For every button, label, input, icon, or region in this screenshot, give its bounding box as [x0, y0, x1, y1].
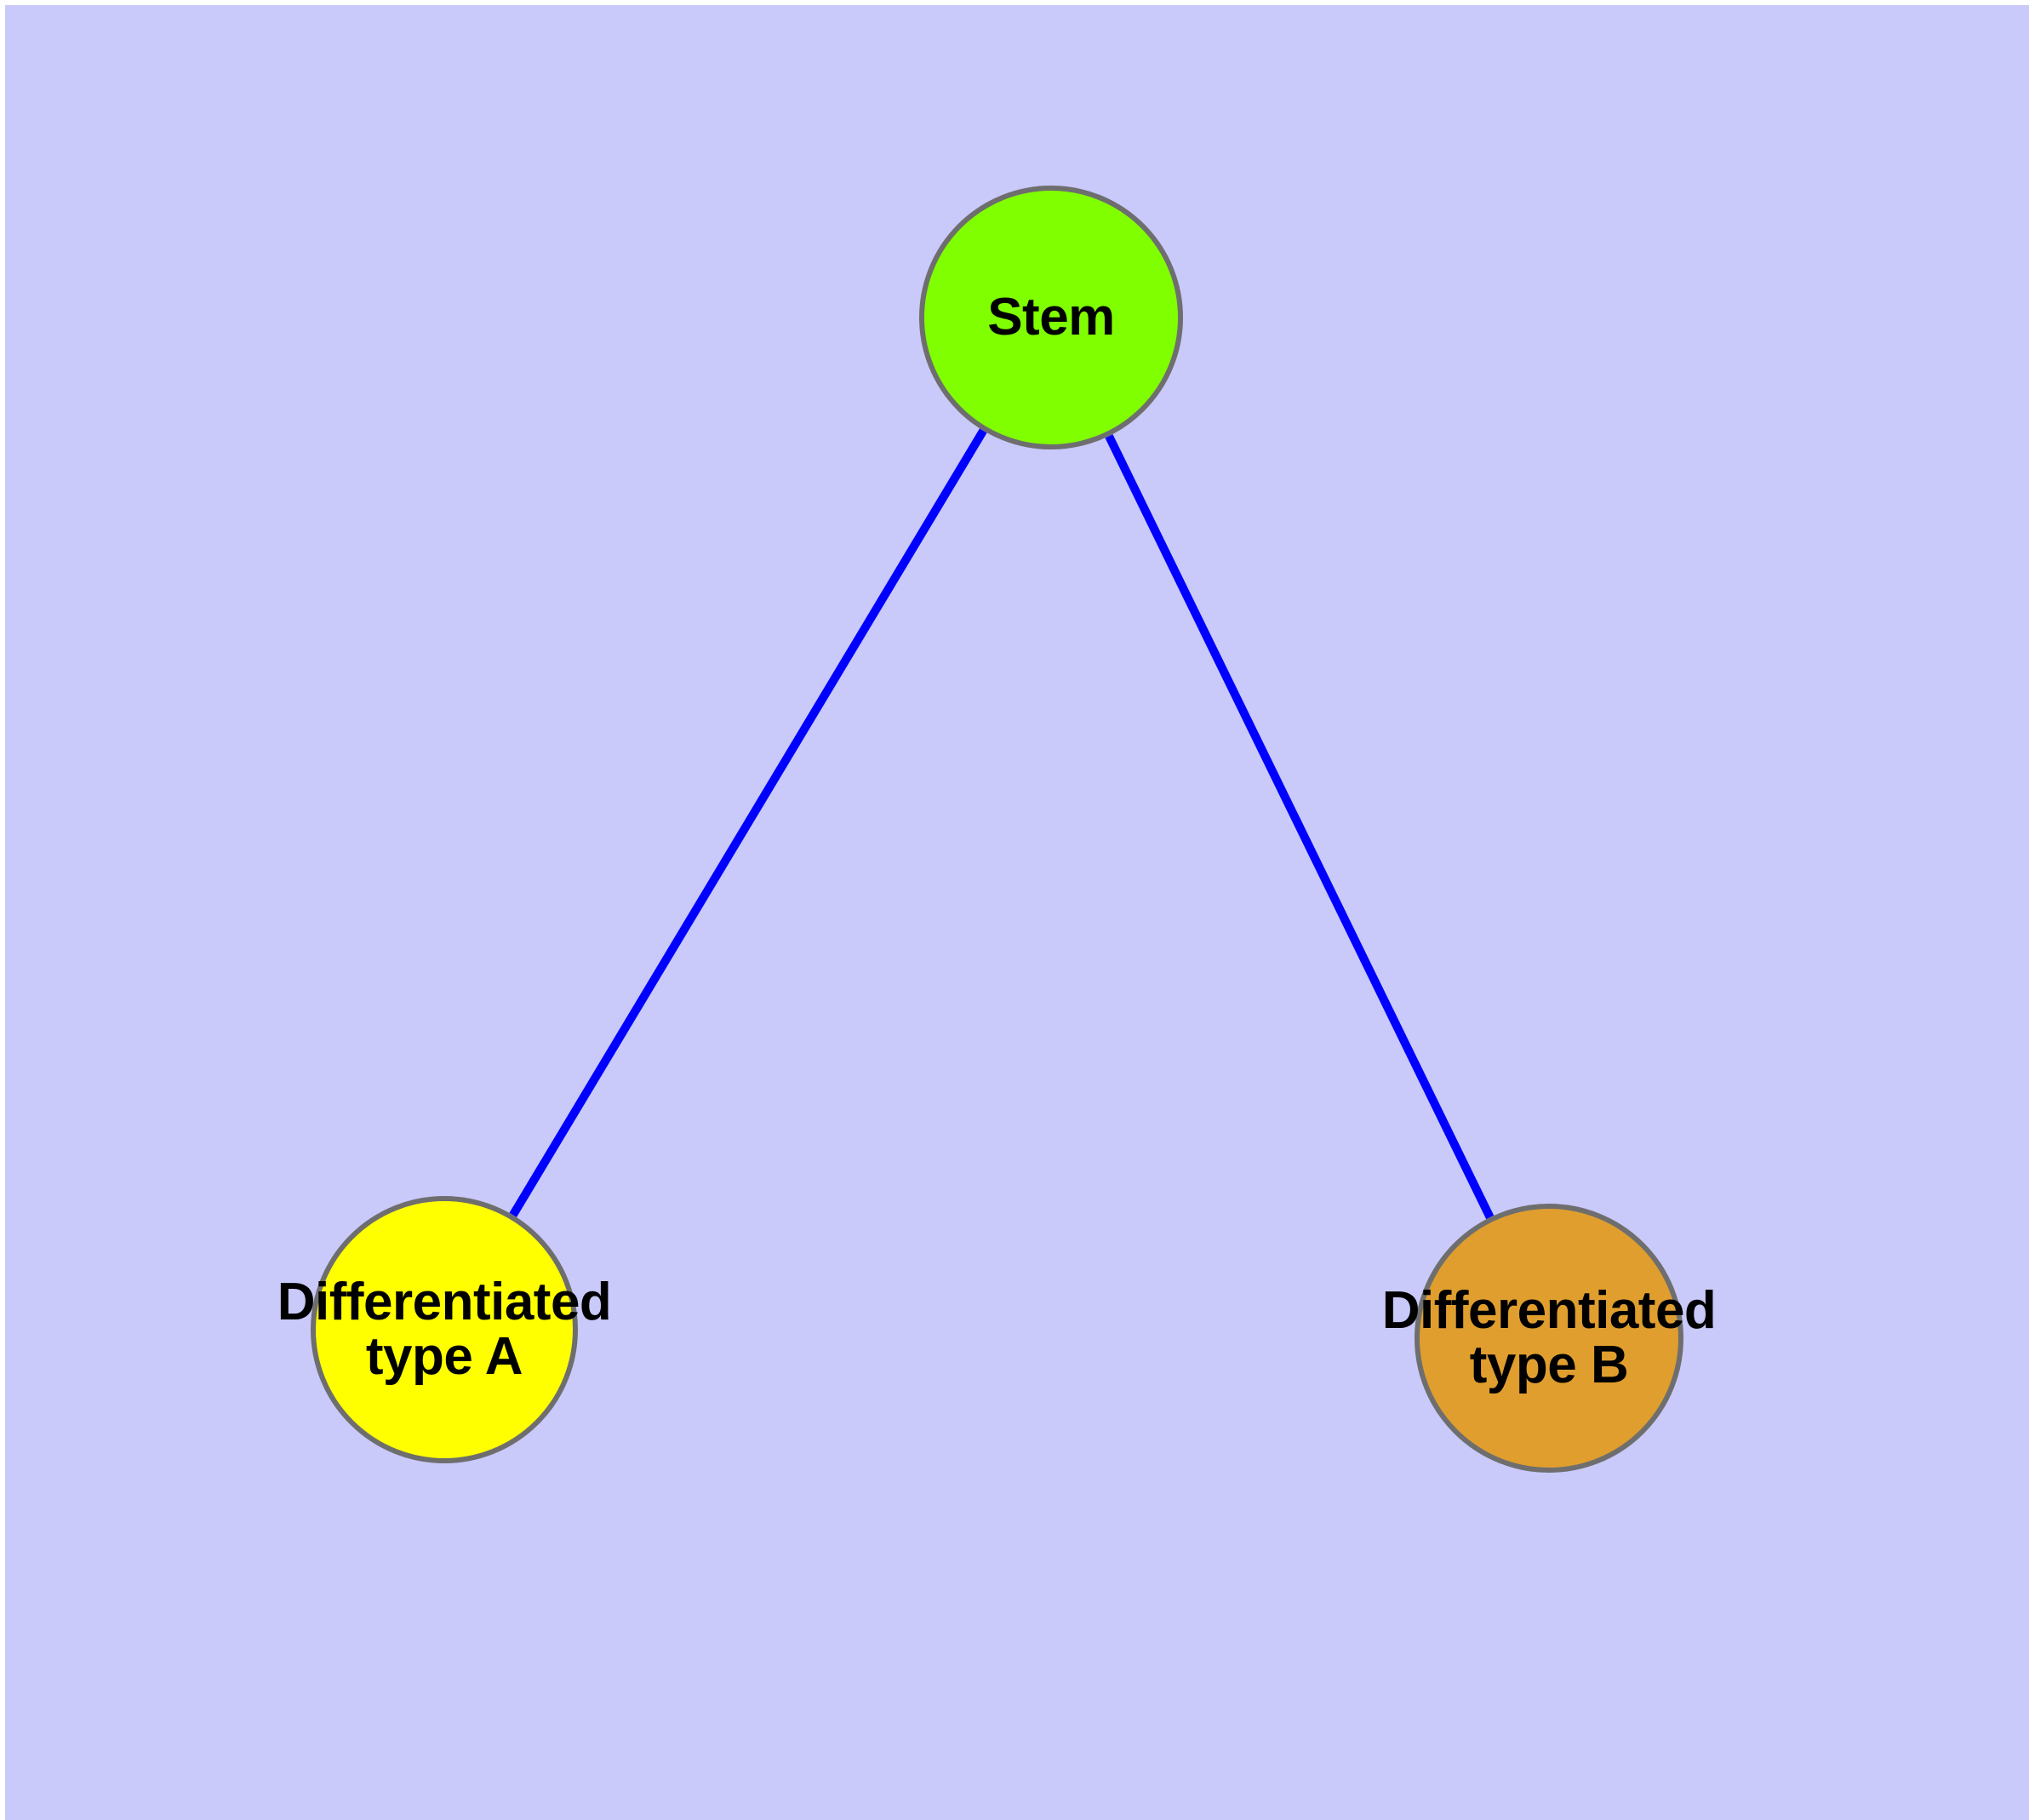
graph-node-stem[interactable]	[919, 186, 1183, 449]
graph-edge-stem-to-a[interactable]	[509, 428, 987, 1217]
graph-node-diff_b[interactable]	[1415, 1204, 1683, 1473]
graph-node-diff_a[interactable]	[311, 1196, 578, 1463]
node-layer	[311, 186, 1683, 1473]
edge-layer	[509, 428, 1495, 1220]
graph-edge-stem-to-b[interactable]	[1105, 434, 1495, 1220]
